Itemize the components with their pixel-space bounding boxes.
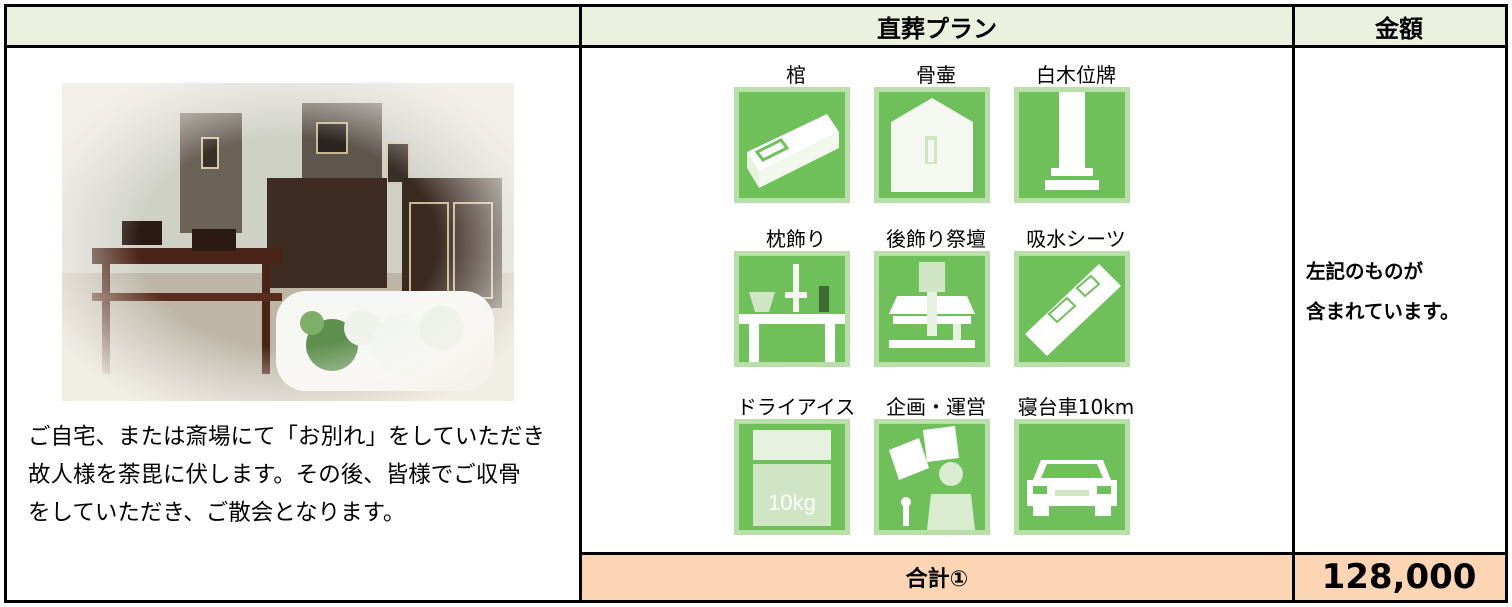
column-divider-right	[1292, 7, 1295, 600]
total-value: 128,000	[1321, 557, 1477, 597]
amount-title: 金額	[1293, 7, 1505, 45]
urn-icon	[874, 87, 990, 203]
total-divider	[581, 552, 1505, 555]
item-label-hearse: 寝台車10km	[1017, 395, 1135, 419]
coffin-icon	[734, 87, 850, 203]
column-divider-left	[579, 7, 582, 600]
staff-planning-icon	[874, 419, 990, 535]
item-label-dry-ice: ドライアイス	[736, 395, 856, 419]
total-label-cell: 合計①	[581, 554, 1293, 600]
absorbent-sheet-icon	[1014, 251, 1130, 367]
item-label-urn: 骨壷	[916, 63, 956, 87]
included-items-grid: 棺 骨壷 白木位牌 枕飾り 後飾り祭壇 吸水シーツ ドライアイス 企画・運営 寝…	[580, 49, 1286, 547]
hearse-car-icon	[1014, 419, 1130, 535]
item-label-planning: 企画・運営	[886, 395, 986, 419]
item-label-tablet: 白木位牌	[1036, 63, 1116, 87]
pillow-altar-icon	[734, 251, 850, 367]
total-label: 合計①	[905, 567, 969, 592]
altar-icon	[874, 251, 990, 367]
dry-ice-weight: 10kg	[768, 490, 816, 515]
plan-title: 直葬プラン	[581, 7, 1293, 45]
header-divider	[7, 45, 1505, 48]
plan-description: ご自宅、または斎場にて「お別れ」をしていただき 故人様を荼毘に伏します。その後、…	[28, 424, 545, 526]
total-value-cell: 128,000	[1293, 554, 1505, 600]
item-label-coffin: 棺	[786, 63, 806, 87]
funeral-hall-photo	[62, 83, 514, 401]
amount-note: 左記のものが 含まれています。	[1306, 260, 1460, 323]
header-empty-cell	[7, 7, 581, 45]
memorial-tablet-icon	[1014, 87, 1130, 203]
item-label-pillow-altar: 枕飾り	[766, 227, 826, 251]
item-label-sheet: 吸水シーツ	[1026, 227, 1126, 251]
dry-ice-icon: 10kg	[734, 419, 850, 535]
item-label-altar: 後飾り祭壇	[886, 227, 986, 251]
plan-table: 直葬プラン 金額 合計① 128,000	[4, 4, 1508, 603]
